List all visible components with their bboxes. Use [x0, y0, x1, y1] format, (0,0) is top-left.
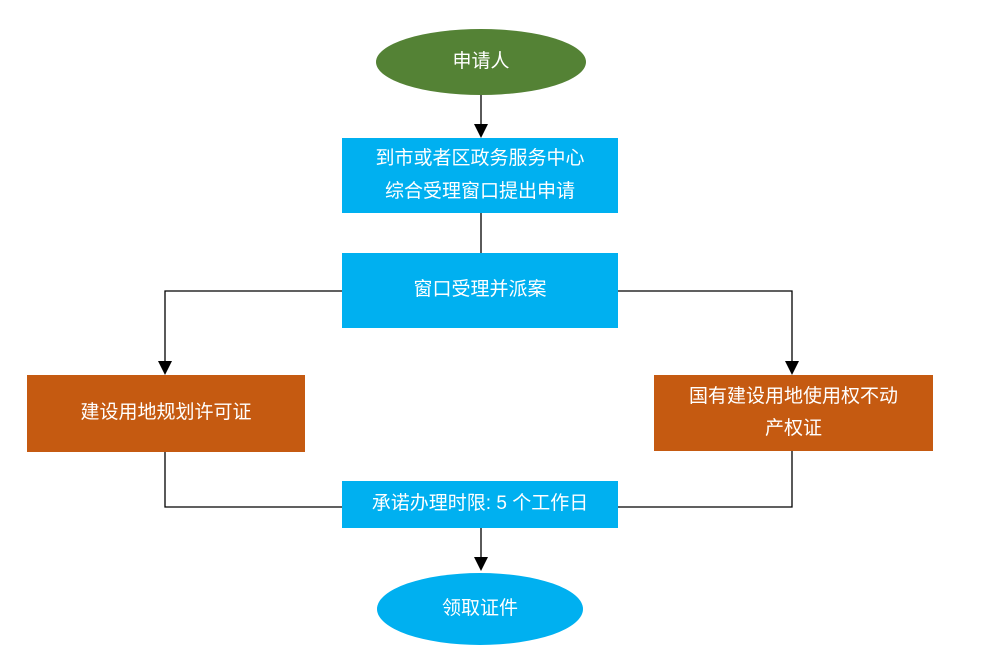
- edge-time-limit-receive: [474, 528, 488, 571]
- edge-accept-property-cert: [618, 290, 799, 375]
- node-apply-label: 到市或者区政务服务中心 综合受理窗口提出申请: [375, 148, 585, 202]
- edge-accept-planning-permit: [158, 290, 342, 375]
- node-apply: 到市或者区政务服务中心 综合受理窗口提出申请: [342, 138, 618, 213]
- node-applicant: 申请人: [376, 29, 586, 95]
- node-time-limit: 承诺办理时限: 5 个工作日: [342, 481, 618, 528]
- edge-property-cert-time-limit: [618, 451, 793, 508]
- node-accept-label: 窗口受理并派案: [413, 279, 547, 301]
- node-accept: 窗口受理并派案: [342, 253, 618, 328]
- node-applicant-label: 申请人: [452, 50, 510, 72]
- node-receive-label: 领取证件: [441, 597, 518, 619]
- edge-planning-permit-time-limit: [164, 452, 342, 508]
- edge-applicant-apply: [474, 95, 488, 138]
- node-planning-permit: 建设用地规划许可证: [27, 375, 305, 452]
- node-time-limit-label: 承诺办理时限: 5 个工作日: [371, 493, 589, 515]
- node-property-cert-label: 国有建设用地使用权不动 产权证: [688, 385, 898, 439]
- node-receive: 领取证件: [377, 573, 583, 645]
- node-planning-permit-label: 建设用地规划许可证: [80, 402, 252, 424]
- node-property-cert: 国有建设用地使用权不动 产权证: [654, 375, 933, 451]
